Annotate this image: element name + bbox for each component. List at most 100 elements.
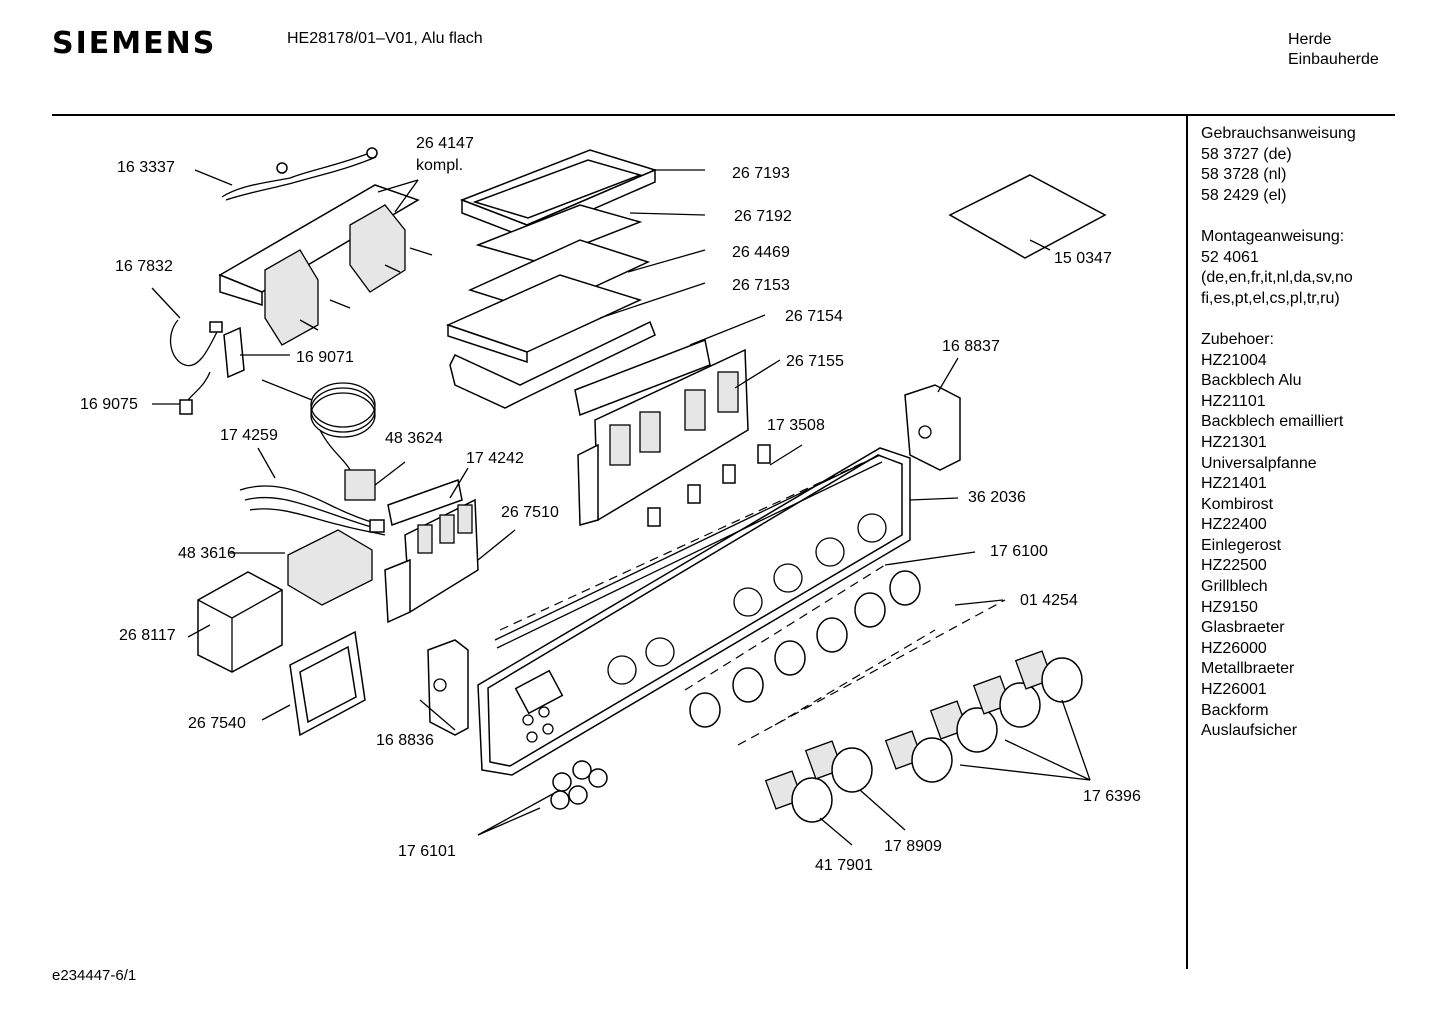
part-label: 17 3508 [767, 417, 825, 434]
part-label: 16 9071 [296, 349, 354, 366]
part-label: kompl. [416, 157, 463, 174]
frame-part [299, 645, 357, 724]
model-title: HE28178/01–V01, Alu flach [287, 30, 483, 47]
part-label: 26 4147 [416, 135, 474, 152]
part-label: 26 4469 [732, 244, 790, 261]
sidebar-line: HZ22400 [1201, 516, 1267, 534]
switch-part [264, 249, 319, 346]
part-label: 01 4254 [1020, 592, 1078, 609]
sidebar-line: HZ21004 [1201, 351, 1267, 369]
part-label: 16 8837 [942, 338, 1000, 355]
category-line: Einbauherde [1288, 51, 1379, 68]
part-label: 41 7901 [815, 857, 873, 874]
sidebar-line: Universalpfanne [1201, 454, 1317, 472]
selector-switch-part [287, 529, 373, 606]
sidebar-line: HZ21301 [1201, 433, 1267, 451]
bracket-part [387, 479, 463, 526]
part-label: 26 7510 [501, 504, 559, 521]
sidebar-line: fi,es,pt,el,cs,pl,tr,ru) [1201, 289, 1340, 307]
sidebar-line: Einlegerost [1201, 536, 1282, 554]
knob-part [884, 730, 953, 783]
switch-part [349, 204, 406, 293]
housing-part [449, 320, 656, 409]
switch-module-part [384, 558, 411, 624]
leader-lines [151, 169, 1091, 846]
header-divider [52, 114, 1395, 116]
part-label: 48 3624 [385, 430, 443, 447]
part-label: 17 6101 [398, 843, 456, 860]
sidebar-divider [1186, 116, 1188, 969]
knob-part [972, 675, 1041, 728]
sidebar-line: Backform [1201, 701, 1269, 719]
knob-part [764, 770, 833, 823]
part-label: 16 3337 [117, 159, 175, 176]
sidebar-line: HZ21101 [1201, 392, 1266, 410]
bracket-part [904, 384, 961, 471]
switch-bracket-part [219, 273, 263, 307]
part-label: 17 4259 [220, 427, 278, 444]
part-label: 16 7832 [115, 258, 173, 275]
connector-part [179, 399, 193, 415]
knob-part [1014, 650, 1083, 703]
sidebar-line: 52 4061 [1201, 248, 1259, 266]
cable-part [187, 371, 211, 401]
part-label: 26 7153 [732, 277, 790, 294]
connector-part [369, 519, 385, 533]
sidebar-line: Kombirost [1201, 495, 1274, 513]
sidebar-line: Grillblech [1201, 578, 1268, 596]
document-sidebar: Gebrauchsanweisung 58 3727 (de) 58 3728 (n… [1201, 124, 1356, 762]
sidebar-block: Gebrauchsanweisung 58 3727 (de) 58 3728 (n… [1201, 124, 1356, 206]
sidebar-line: 58 3728 (nl) [1201, 166, 1287, 184]
relay-part [197, 571, 283, 673]
part-label: 15 0347 [1054, 250, 1112, 267]
sidebar-line: HZ22500 [1201, 557, 1267, 575]
sidebar-line: Backblech Alu [1201, 372, 1302, 390]
thermostat-part [344, 469, 376, 501]
part-label: 26 7193 [732, 165, 790, 182]
part-label: 16 8836 [376, 732, 434, 749]
bracket-part [427, 639, 469, 736]
sidebar-line: Auslaufsicher [1201, 722, 1298, 740]
part-label: 17 6396 [1083, 788, 1141, 805]
part-label: 48 3616 [178, 545, 236, 562]
brand-logo: SIEMENS [52, 26, 217, 61]
part-label: 26 8117 [119, 627, 176, 644]
sidebar-line: 58 3727 (de) [1201, 145, 1292, 163]
part-label: 26 7540 [188, 715, 246, 732]
sidebar-line: (de,en,fr,it,nl,da,sv,no [1201, 269, 1353, 287]
knob-part [804, 740, 873, 793]
knob-part [929, 700, 998, 753]
sidebar-line: Metallbraeter [1201, 660, 1295, 678]
category-line: Herde [1288, 31, 1332, 48]
sidebar-line: HZ9150 [1201, 598, 1258, 616]
sidebar-block: Montageanweisung: 52 4061 (de,en,fr,it,nl,… [1201, 227, 1356, 309]
drawing-id: e234447-6/1 [52, 967, 137, 984]
part-label: 17 4242 [466, 450, 524, 467]
category: Herde Einbauherde [1288, 30, 1379, 70]
part-label: 26 7192 [734, 208, 792, 225]
cable-part [169, 319, 219, 367]
sidebar-line: HZ26001 [1201, 681, 1267, 699]
connector-part [209, 321, 223, 333]
bracket-part [574, 338, 711, 417]
part-labels: 16 3337 26 4147 kompl. 26 7193 26 7192 2… [80, 135, 1141, 874]
sidebar-line: 58 2429 (el) [1201, 186, 1287, 204]
part-label: 36 2036 [968, 489, 1026, 506]
sidebar-line: Zubehoer: [1201, 330, 1274, 348]
sidebar-line: Montageanweisung: [1201, 227, 1345, 245]
cable-part [221, 151, 373, 198]
part-label: 17 6100 [990, 543, 1048, 560]
sidebar-line: HZ21401 [1201, 475, 1267, 493]
button-knob-part [550, 760, 608, 810]
part-label: 16 9075 [80, 396, 138, 413]
part-label: 26 7154 [785, 308, 843, 325]
part-label: 17 8909 [884, 838, 942, 855]
part-label: 26 7155 [786, 353, 844, 370]
connector-part [366, 147, 378, 159]
plate-part [475, 204, 643, 263]
terminal-block-part [223, 326, 245, 379]
sidebar-line: Gebrauchsanweisung [1201, 125, 1356, 142]
sidebar-line: Glasbraeter [1201, 619, 1285, 637]
